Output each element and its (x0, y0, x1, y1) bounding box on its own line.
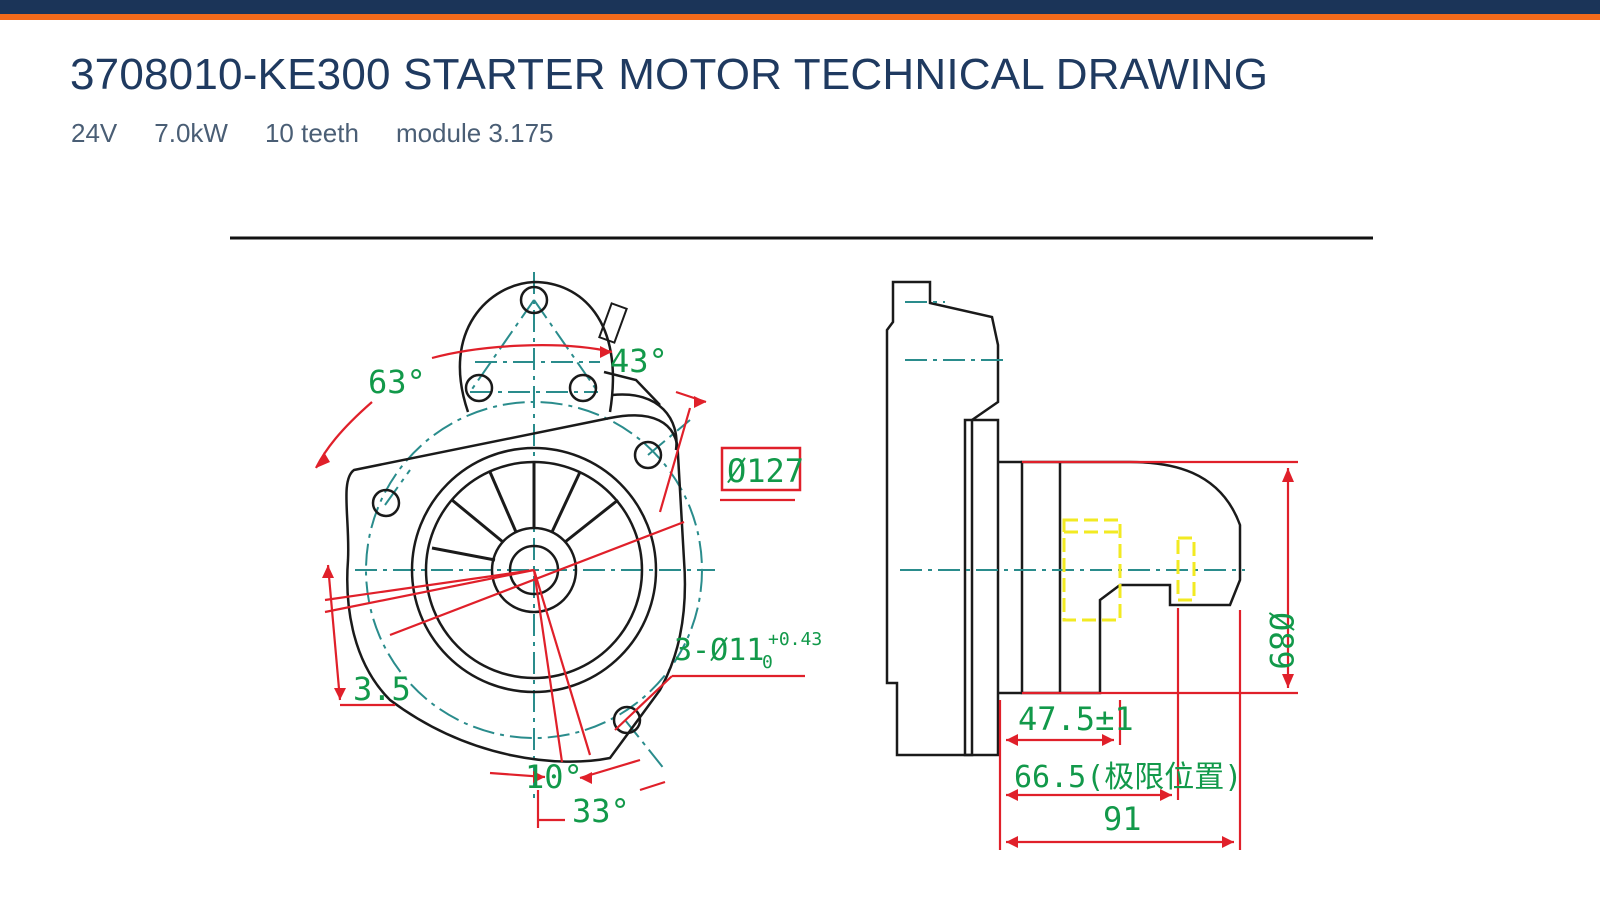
header-accent-stripe (0, 14, 1600, 20)
pinion-highlight (1062, 518, 1196, 622)
front-dimension-lines (315, 344, 805, 828)
front-fan-blades (431, 462, 619, 562)
dim-43-label: 43° (610, 342, 668, 380)
spec-voltage: 24V (71, 118, 118, 148)
side-view: Ø89 47.5±1 66.5(极限位置) 91 (885, 280, 1300, 850)
front-mounting-holes (371, 285, 663, 735)
side-center-lines (900, 301, 1245, 571)
spec-power: 7.0kW (154, 118, 228, 148)
dim-holes-label: 3-Ø11 (674, 633, 764, 668)
side-dimension-arrows (1006, 468, 1294, 848)
dim-holes-tol-lower: 0 (762, 652, 773, 673)
dim-33-label: 33° (572, 792, 630, 830)
dim-89-label: Ø89 (1262, 612, 1300, 670)
page-title: 3708010-KE300 STARTER MOTOR TECHNICAL DR… (70, 50, 1269, 99)
dim-3-5-label: 3.5 (353, 670, 411, 708)
dim-127-box (720, 446, 802, 492)
dim-holes-tol-upper: +0.43 (768, 629, 822, 650)
spec-module: module 3.175 (395, 118, 554, 148)
dim-127-label: Ø127 (727, 452, 804, 490)
dim-63-label: 63° (368, 363, 426, 401)
spec-teeth: 10 teeth (264, 118, 359, 148)
dim-10-label: 10° (525, 758, 583, 796)
dim-66-5-label: 66.5(极限位置) (1014, 760, 1242, 795)
dim-47-5-label: 47.5±1 (1018, 700, 1134, 738)
side-dimension-lines (998, 460, 1298, 850)
spec-list: 24V 7.0kW 10 teeth module 3.175 (71, 118, 554, 149)
front-terminal (598, 302, 628, 344)
front-dimension-arrows (316, 346, 706, 784)
dim-91-label: 91 (1103, 800, 1142, 838)
header-band (0, 0, 1600, 14)
front-view: 63° 43° Ø127 3-Ø11 +0.43 0 3.5 10° 33° (315, 272, 822, 830)
